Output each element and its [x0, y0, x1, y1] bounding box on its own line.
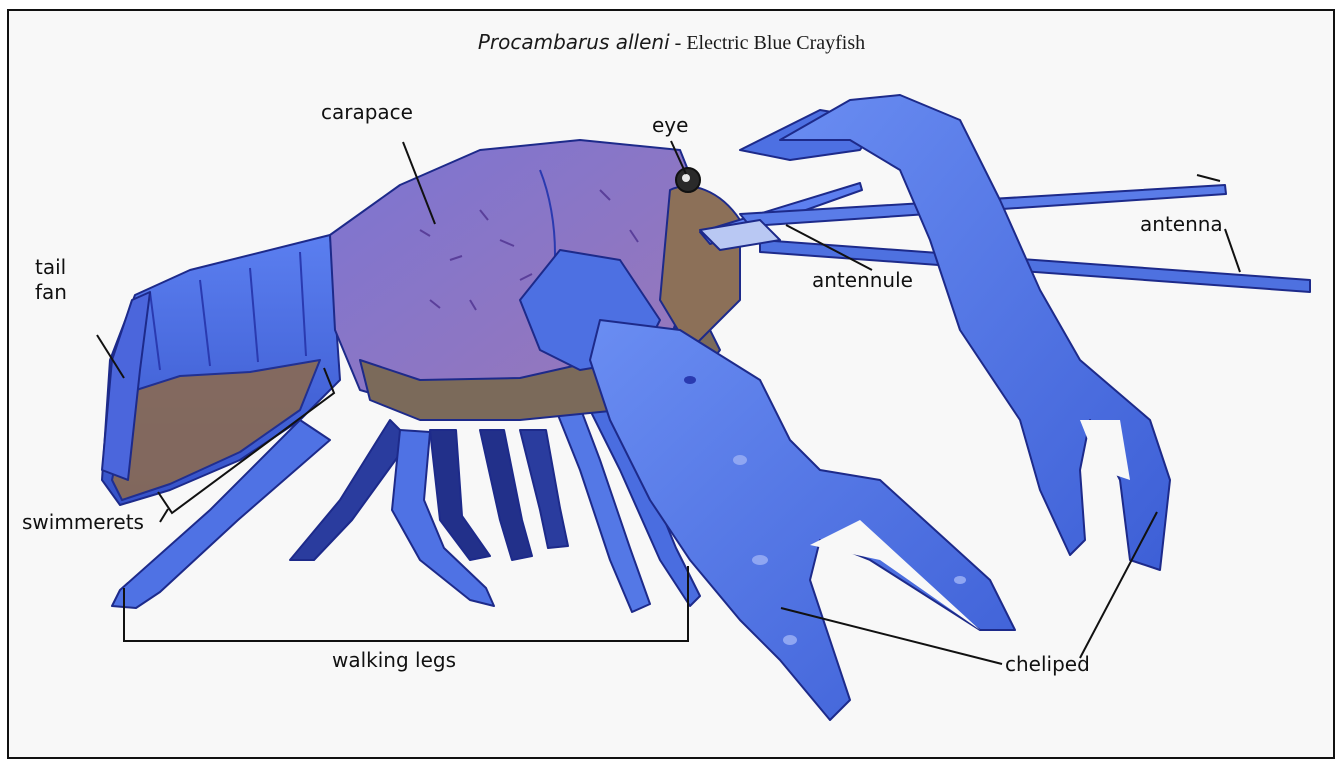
label-eye: eye: [652, 113, 688, 138]
label-antennule: antennule: [812, 268, 913, 293]
scientific-name: Procambarus alleni: [478, 30, 670, 54]
label-walking-legs: walking legs: [332, 648, 456, 673]
tail-drawing: [102, 235, 340, 505]
label-cheliped: cheliped: [1005, 652, 1090, 677]
label-antenna: antenna: [1140, 212, 1223, 237]
diagram-title: Procambarus alleni - Electric Blue Crayf…: [0, 30, 1343, 55]
title-separator: -: [670, 32, 687, 54]
common-name: Electric Blue Crayfish: [686, 32, 865, 54]
label-carapace: carapace: [321, 100, 413, 125]
label-swimmerets: swimmerets: [22, 510, 144, 535]
label-tail-fan: tail fan: [35, 255, 81, 305]
